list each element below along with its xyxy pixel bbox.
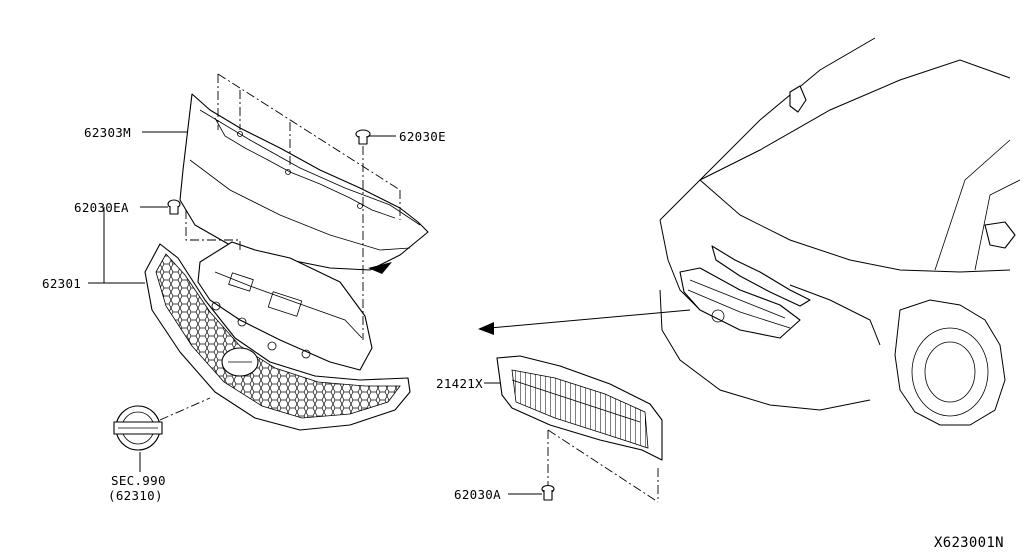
clip-ea-icon — [167, 199, 181, 215]
alignment-lines — [159, 73, 659, 503]
callout-62030A: 62030A — [454, 487, 501, 502]
emblem-icon — [113, 405, 163, 451]
callout-62310: (62310) — [108, 488, 163, 503]
callout-21421X: 21421X — [436, 376, 483, 391]
assembly-arrow — [478, 309, 691, 335]
diagram-code: X623001N — [934, 535, 1004, 551]
leader-lines — [88, 131, 542, 495]
grille-upper-cover — [179, 93, 429, 271]
callout-62303M: 62303M — [84, 125, 131, 140]
callout-62301: 62301 — [42, 276, 81, 291]
callout-sec-990: SEC.990 — [111, 473, 166, 488]
grille-bracket — [197, 241, 373, 371]
callout-62030E: 62030E — [399, 129, 446, 144]
clip-a-icon — [541, 484, 555, 501]
car-body — [659, 37, 1021, 426]
front-grille — [144, 243, 411, 431]
clip-e-icon — [355, 129, 371, 145]
lower-grille — [496, 355, 663, 461]
cover-arrow — [368, 262, 392, 274]
callout-62030EA: 62030EA — [74, 200, 129, 215]
